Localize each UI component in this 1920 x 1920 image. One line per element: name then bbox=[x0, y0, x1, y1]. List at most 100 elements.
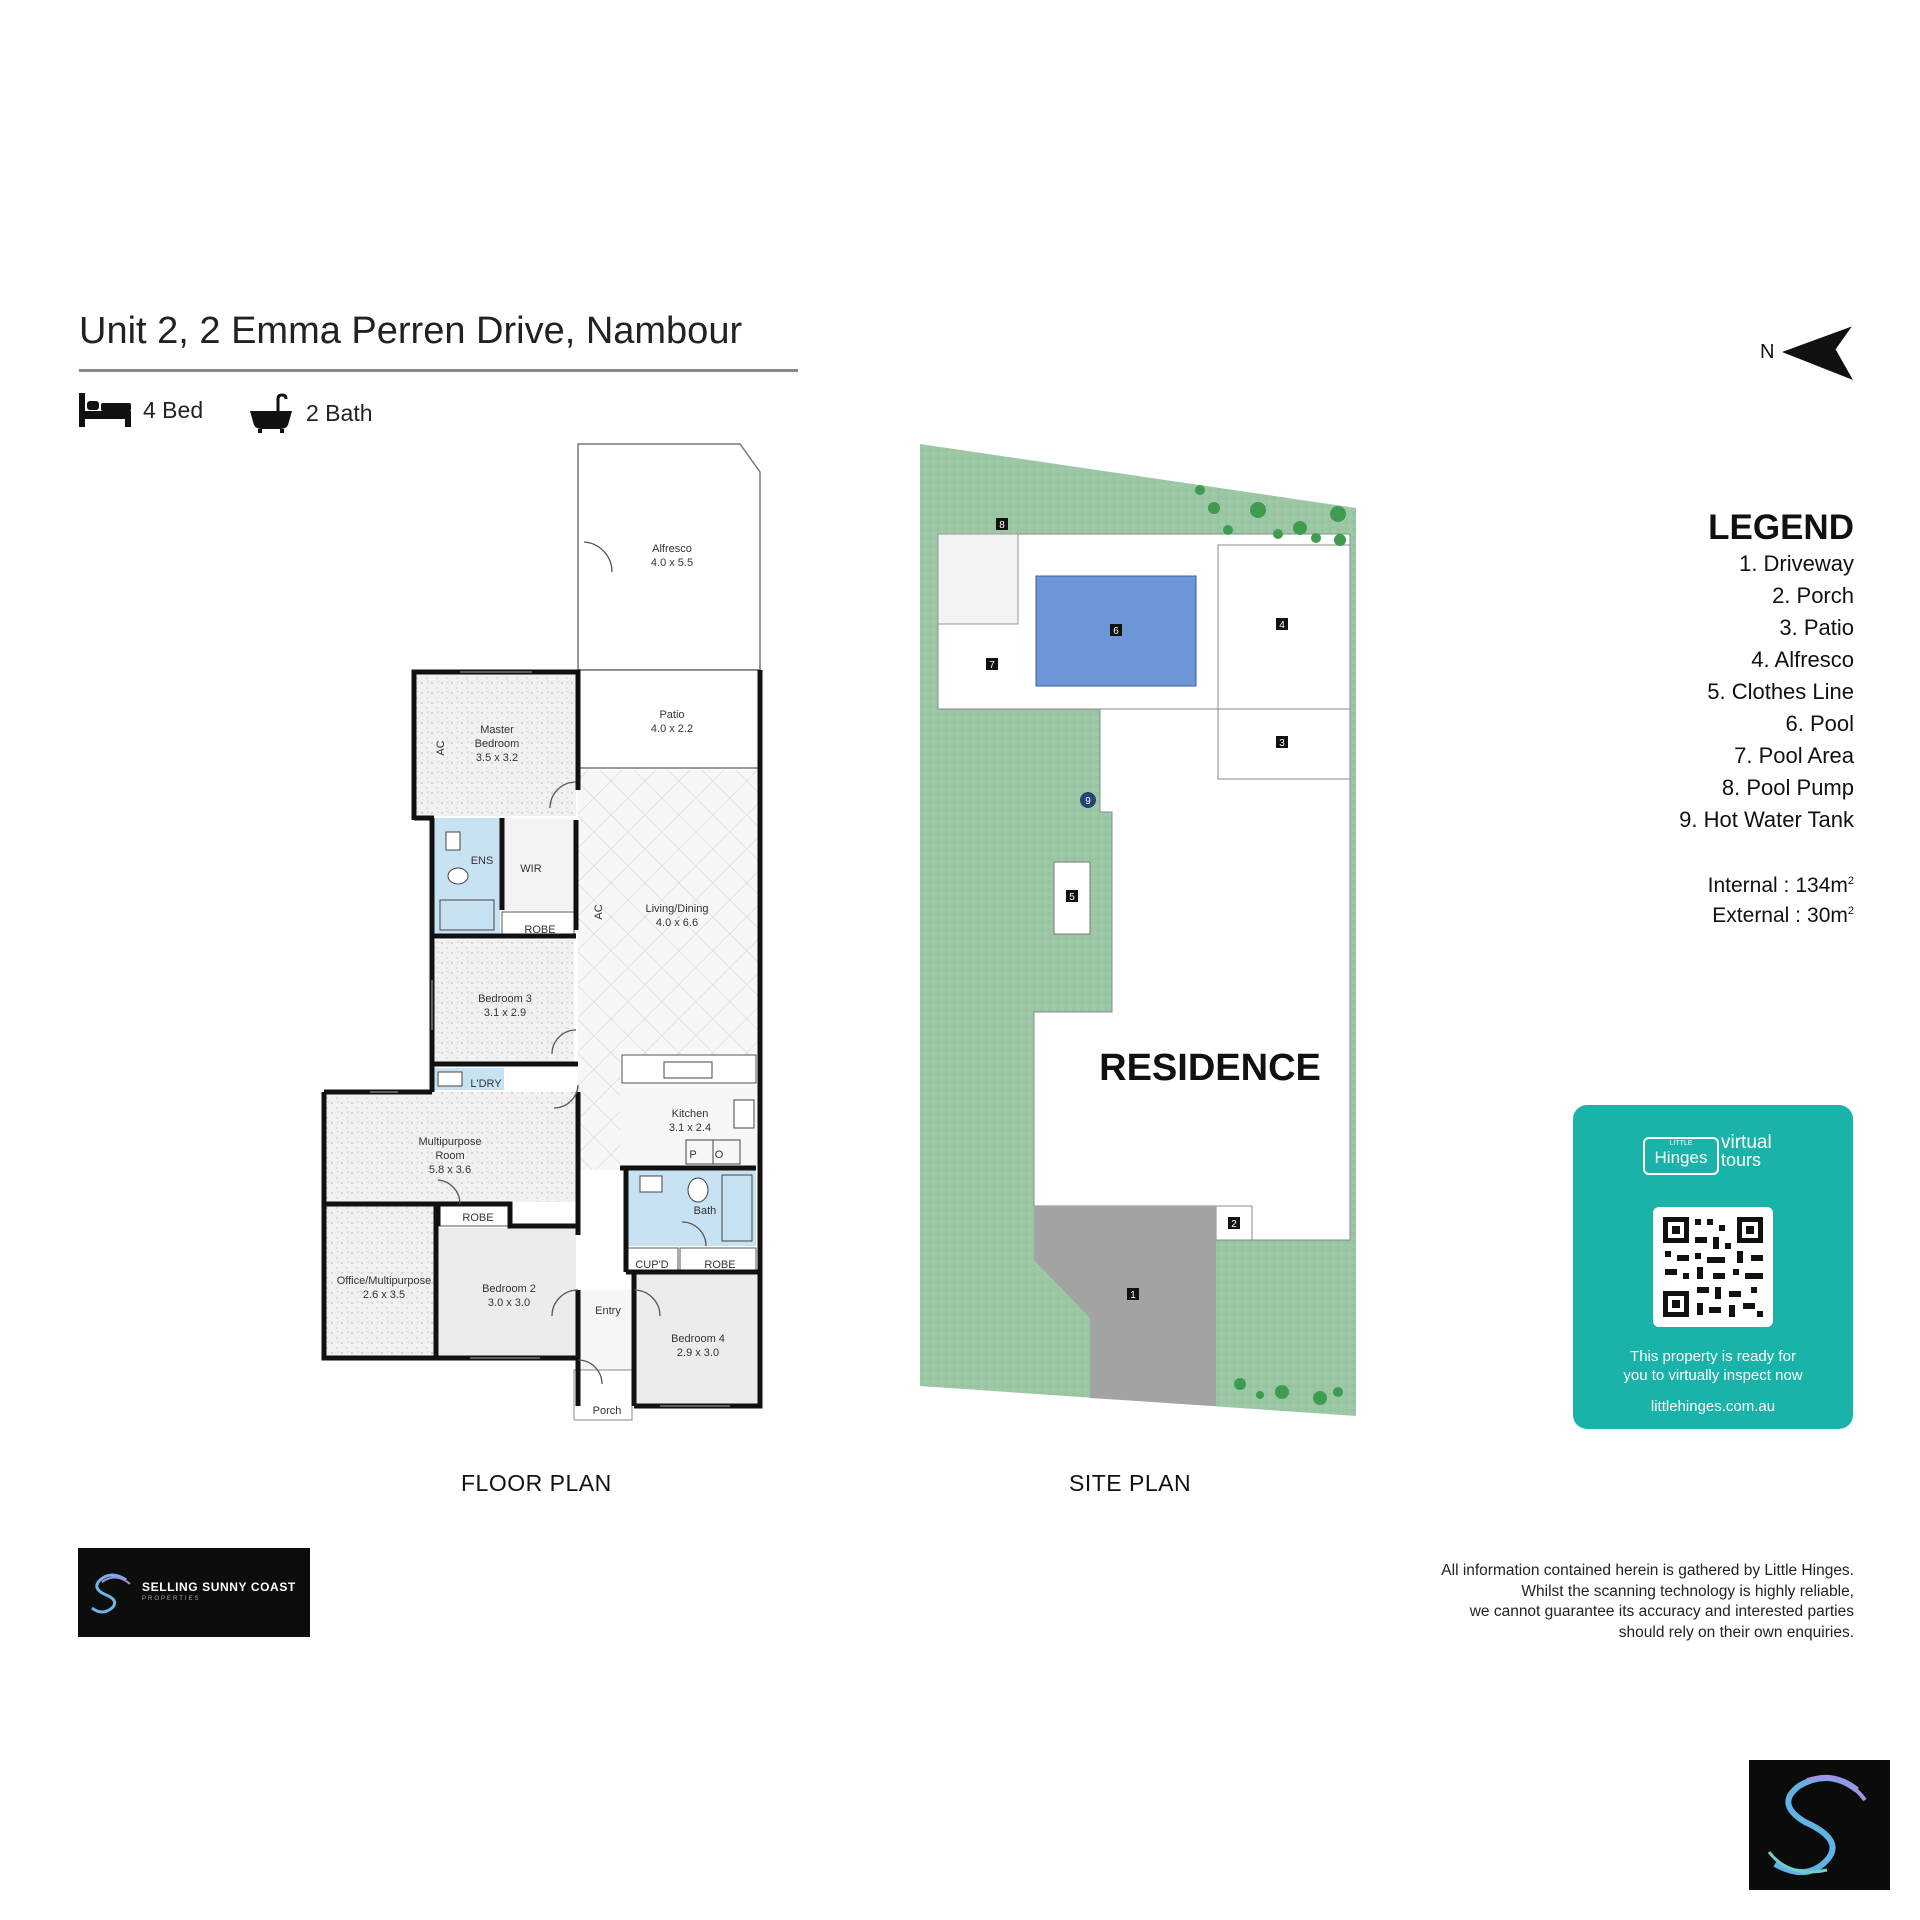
dim-master: 3.5 x 3.2 bbox=[476, 752, 518, 764]
driveway bbox=[1034, 1206, 1216, 1406]
basin-icon bbox=[445, 831, 461, 851]
label-living: Living/Dining bbox=[646, 903, 709, 915]
bath-count-label: 2 Bath bbox=[306, 399, 373, 426]
shower-icon bbox=[721, 1174, 753, 1242]
label-alfresco: Alfresco bbox=[652, 543, 692, 555]
label-robe-master: ROBE bbox=[524, 924, 555, 936]
disclaimer-line: All information contained herein is gath… bbox=[1441, 1562, 1854, 1579]
virtual-tours-card[interactable]: LITTLE Hinges virtual tours This propert… bbox=[1573, 1105, 1853, 1429]
legend-item: 8. Pool Pump bbox=[1721, 775, 1854, 800]
qr-code[interactable] bbox=[1653, 1207, 1773, 1327]
label-robe-bedroom-2: ROBE bbox=[462, 1212, 493, 1224]
label-cupboard: CUP'D bbox=[635, 1259, 668, 1271]
marker-porch: 2 bbox=[1231, 1219, 1237, 1230]
legend-item: 9. Hot Water Tank bbox=[1679, 807, 1854, 832]
corner-logo bbox=[1749, 1760, 1890, 1890]
marker-alfresco: 4 bbox=[1279, 620, 1285, 631]
agency-logo: SELLING SUNNY COAST PROPERTIES bbox=[78, 1548, 310, 1637]
room-wir bbox=[502, 818, 574, 910]
disclaimer: All information contained herein is gath… bbox=[1441, 1561, 1854, 1643]
floor-plan-caption: FLOOR PLAN bbox=[461, 1470, 612, 1496]
toilet-icon bbox=[447, 867, 469, 885]
qr-code-icon bbox=[1663, 1217, 1763, 1317]
legend-item: 5. Clothes Line bbox=[1707, 679, 1854, 704]
room-master-bedroom bbox=[414, 672, 576, 816]
swirl-logo-icon bbox=[1767, 1774, 1867, 1875]
marker-hot-water: 9 bbox=[1085, 796, 1091, 807]
floor-plan: Alfresco 4.0 x 5.5 Patio 4.0 x 2.2 Maste… bbox=[321, 443, 763, 1421]
fixtures bbox=[437, 831, 755, 1242]
doors bbox=[437, 541, 707, 1385]
site-plan-caption: SITE PLAN bbox=[1069, 1470, 1192, 1496]
windows bbox=[370, 671, 730, 1407]
dim-bedroom-2: 3.0 x 3.0 bbox=[488, 1297, 530, 1309]
vt-line-2: you to virtually inspect now bbox=[1623, 1367, 1803, 1384]
internal-area: Internal : 134m2 bbox=[1707, 874, 1854, 897]
label-robe-bedroom-4: ROBE bbox=[704, 1259, 735, 1271]
laundry-tub-icon bbox=[437, 1071, 463, 1087]
vt-line-1: This property is ready for bbox=[1630, 1348, 1796, 1365]
label-bath: Bath bbox=[694, 1205, 717, 1217]
marker-pool-area: 7 bbox=[989, 660, 995, 671]
porch bbox=[573, 1369, 633, 1421]
floor-plan-walls bbox=[321, 669, 763, 1409]
swirl-logo-icon bbox=[91, 1573, 131, 1614]
label-bedroom-4: Bedroom 4 bbox=[671, 1333, 725, 1345]
label-multipurpose: Multipurpose bbox=[419, 1136, 482, 1148]
little-hinges-logo: LITTLE Hinges bbox=[1643, 1137, 1719, 1175]
room-alfresco bbox=[577, 443, 761, 671]
external-area-label: External : bbox=[1712, 904, 1802, 927]
label-master-2: Bedroom bbox=[475, 738, 520, 750]
vt-url-link[interactable]: littlehinges.com.au bbox=[1650, 1398, 1776, 1415]
label-ac-living: AC bbox=[593, 904, 605, 919]
disclaimer-line: Whilst the scanning technology is highly… bbox=[1521, 1582, 1854, 1600]
internal-area-label: Internal : bbox=[1707, 874, 1790, 897]
label-office: Office/Multipurpose bbox=[337, 1275, 432, 1287]
tours-word: tours bbox=[1721, 1150, 1762, 1170]
dim-patio: 4.0 x 2.2 bbox=[651, 723, 693, 735]
sink-icon bbox=[663, 1061, 713, 1079]
title-underline bbox=[79, 369, 798, 372]
shrubs bbox=[1195, 485, 1346, 1405]
arrow-icon bbox=[1782, 326, 1853, 380]
room-office bbox=[324, 1204, 436, 1356]
virtual-word: virtual bbox=[1721, 1132, 1772, 1153]
agency-sub: PROPERTIES bbox=[142, 1596, 201, 1602]
external-area-value: 30m bbox=[1807, 904, 1848, 927]
legend-item: 6. Pool bbox=[1785, 711, 1855, 736]
dim-bedroom-4: 2.9 x 3.0 bbox=[677, 1347, 719, 1359]
floor-plan-labels: Alfresco 4.0 x 5.5 Patio 4.0 x 2.2 Maste… bbox=[337, 543, 736, 1417]
external-area: External : 30m2 bbox=[1712, 904, 1854, 927]
disclaimer-line: should rely on their own enquiries. bbox=[1618, 1623, 1854, 1641]
toilet-icon bbox=[687, 1177, 709, 1203]
label-ens: ENS bbox=[471, 855, 494, 867]
dim-kitchen: 3.1 x 2.4 bbox=[669, 1122, 711, 1134]
bed-icon bbox=[79, 393, 131, 427]
basin-icon bbox=[639, 1175, 663, 1193]
bath-count: 2 Bath bbox=[248, 393, 373, 433]
legend-item: 3. Patio bbox=[1779, 615, 1854, 640]
legend-item: 2. Porch bbox=[1772, 583, 1854, 608]
label-oven: O bbox=[715, 1149, 724, 1161]
legend-list: 1. Driveway 2. Porch 3. Patio 4. Alfresc… bbox=[1679, 548, 1854, 836]
page-title: Unit 2, 2 Emma Perren Drive, Nambour bbox=[79, 310, 743, 352]
dim-office: 2.6 x 3.5 bbox=[363, 1289, 405, 1301]
pool-area-paving bbox=[937, 533, 1019, 625]
label-multipurpose-2: Room bbox=[435, 1150, 464, 1162]
site-markers: 1 2 3 4 5 6 7 8 9 bbox=[986, 518, 1288, 1301]
label-porch: Porch bbox=[593, 1405, 622, 1417]
label-pantry: P bbox=[689, 1149, 696, 1161]
agency-name: SELLING SUNNY COAST bbox=[142, 1580, 296, 1594]
legend-item: 1. Driveway bbox=[1739, 551, 1854, 576]
internal-area-value: 134m bbox=[1795, 874, 1848, 897]
legend-item: 4. Alfresco bbox=[1751, 647, 1854, 672]
label-patio: Patio bbox=[659, 709, 684, 721]
label-entry: Entry bbox=[595, 1305, 621, 1317]
label-laundry: L'DRY bbox=[470, 1078, 502, 1090]
dim-bedroom-3: 3.1 x 2.9 bbox=[484, 1007, 526, 1019]
label-bedroom-3: Bedroom 3 bbox=[478, 993, 532, 1005]
disclaimer-line: we cannot guarantee its accuracy and int… bbox=[1469, 1603, 1854, 1620]
marker-pool: 6 bbox=[1113, 626, 1119, 637]
label-ac-master: AC bbox=[435, 740, 447, 755]
robe-master bbox=[501, 911, 575, 937]
